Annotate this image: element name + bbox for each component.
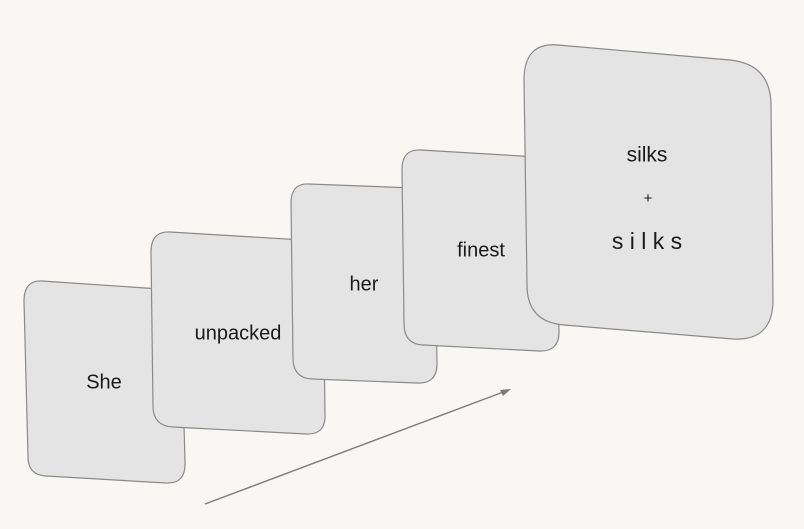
card-word-finest: finest xyxy=(457,239,505,261)
word-card-her: her xyxy=(290,183,438,384)
arrow-head-icon xyxy=(500,389,511,396)
word-card-silks: silks + s i l k s xyxy=(523,44,774,340)
card-shape-silks xyxy=(523,44,774,340)
card-word-her: her xyxy=(350,273,379,295)
card-word-unpacked: unpacked xyxy=(195,322,282,344)
card-word-silks-spaced: s i l k s xyxy=(612,228,682,254)
progression-arrow xyxy=(204,389,511,505)
card-word-silks: silks xyxy=(627,144,668,167)
word-card-she: She xyxy=(23,280,186,484)
arrow-shaft xyxy=(204,390,507,505)
card-word-she: She xyxy=(86,371,122,393)
card-plus-sign: + xyxy=(644,190,653,207)
